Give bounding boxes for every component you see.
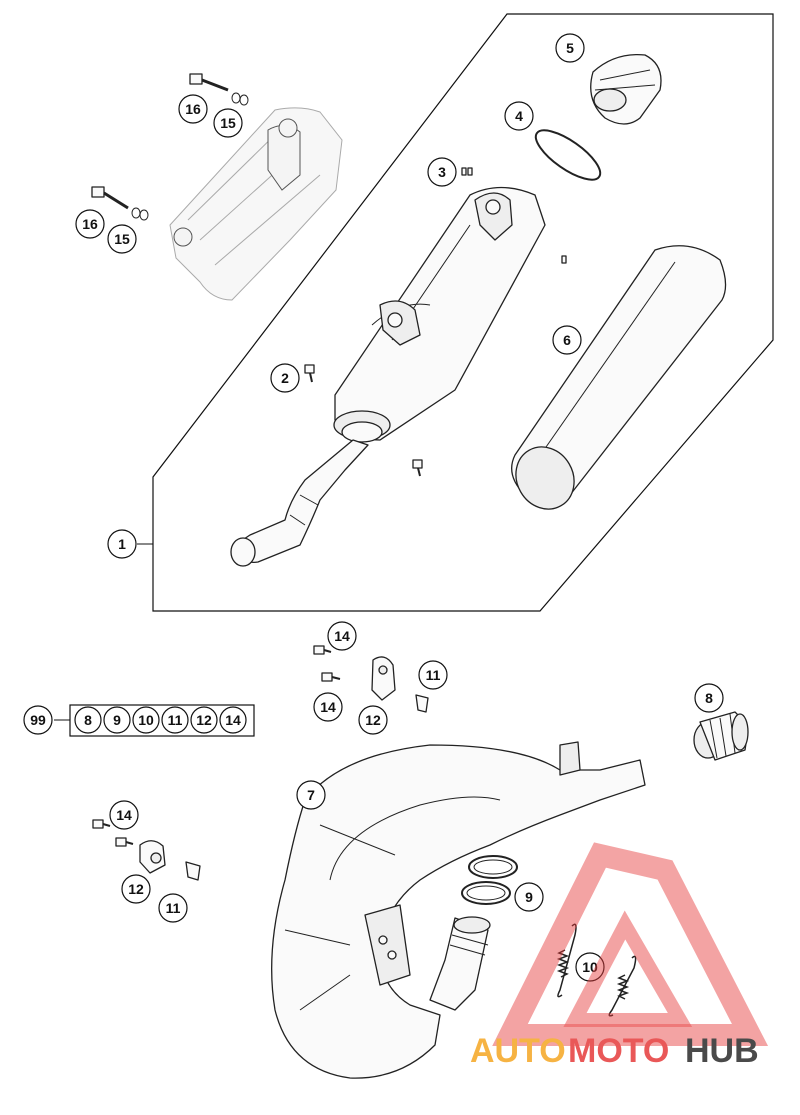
- callout-10: 10: [575, 952, 605, 982]
- watermark-text-auto: AUTO: [470, 1032, 566, 1070]
- end-cap-5: [590, 53, 662, 125]
- callout-11-lower: 11: [158, 893, 188, 923]
- silencer-sleeve-6: [511, 245, 727, 510]
- svg-text:16: 16: [82, 216, 98, 232]
- svg-text:14: 14: [116, 807, 132, 823]
- svg-text:12: 12: [128, 881, 144, 897]
- springs-10: [556, 923, 637, 1017]
- svg-text:8: 8: [84, 712, 92, 728]
- callout-4: 4: [504, 101, 534, 131]
- rivet-3: [461, 167, 567, 264]
- svg-text:5: 5: [566, 40, 574, 56]
- assembly-boundary: [152, 13, 774, 612]
- screw-2: [304, 364, 423, 477]
- svg-text:4: 4: [515, 108, 523, 124]
- expansion-chamber-7: [271, 741, 646, 1079]
- svg-text:6: 6: [563, 332, 571, 348]
- callout-14-upper: 14: [327, 621, 357, 651]
- svg-text:15: 15: [220, 115, 236, 131]
- svg-text:7: 7: [307, 787, 315, 803]
- svg-text:12: 12: [365, 712, 381, 728]
- svg-text:9: 9: [525, 889, 533, 905]
- gaskets-9: [461, 855, 518, 905]
- callout-16-lower: 16: [75, 209, 105, 239]
- kit-item-11: 11: [161, 706, 189, 734]
- kit-item-12: 12: [190, 706, 218, 734]
- bolt-16-top: [189, 73, 249, 106]
- svg-text:99: 99: [30, 712, 46, 728]
- callout-6: 6: [552, 325, 582, 355]
- svg-text:9: 9: [113, 712, 121, 728]
- lower-mount-hardware: [92, 819, 201, 881]
- coupling-8: [693, 711, 749, 761]
- callout-14-middle: 14: [313, 692, 343, 722]
- callout-15-lower: 15: [107, 224, 137, 254]
- watermark-logo: AUTO MOTO HUB: [470, 842, 769, 1070]
- kit-item-9: 9: [103, 706, 131, 734]
- heat-shield-ghost: [169, 107, 343, 301]
- svg-text:14: 14: [320, 699, 336, 715]
- watermark-triangle-inner: [563, 910, 693, 1027]
- svg-text:12: 12: [196, 712, 212, 728]
- callout-14-lower: 14: [109, 800, 139, 830]
- svg-text:15: 15: [114, 231, 130, 247]
- kit-item-8: 8: [74, 706, 102, 734]
- callout-15-upper: 15: [213, 108, 243, 138]
- kit-item-14: 14: [219, 706, 247, 734]
- bolt-16-lower: [91, 186, 149, 221]
- silencer: [230, 186, 546, 567]
- svg-text:1: 1: [118, 536, 126, 552]
- callout-1: 1: [107, 529, 137, 559]
- upper-mount-hardware: [313, 645, 429, 713]
- callout-11-upper: 11: [418, 660, 448, 690]
- callout-2: 2: [270, 363, 300, 393]
- callout-3: 3: [427, 157, 457, 187]
- svg-text:11: 11: [166, 900, 181, 916]
- svg-text:14: 14: [334, 628, 350, 644]
- callout-99: 99: [23, 705, 53, 735]
- watermark-text-hub: HUB: [685, 1032, 759, 1070]
- svg-text:16: 16: [185, 101, 201, 117]
- svg-text:11: 11: [426, 667, 441, 683]
- watermark-triangle-outer: [492, 842, 769, 1046]
- svg-text:8: 8: [705, 690, 713, 706]
- kit-item-10: 10: [132, 706, 160, 734]
- callout-9: 9: [514, 882, 544, 912]
- svg-text:10: 10: [138, 712, 154, 728]
- callout-7: 7: [296, 780, 326, 810]
- watermark-text-moto: MOTO: [568, 1032, 669, 1070]
- svg-text:11: 11: [168, 712, 183, 728]
- callout-5: 5: [555, 33, 585, 63]
- callout-12-upper: 12: [358, 705, 388, 735]
- callout-12-lower: 12: [121, 874, 151, 904]
- leader-lines: [54, 543, 153, 721]
- callout-16-upper: 16: [178, 94, 208, 124]
- svg-text:14: 14: [225, 712, 241, 728]
- o-ring-4: [534, 129, 602, 181]
- svg-text:3: 3: [438, 164, 446, 180]
- callout-8: 8: [694, 683, 724, 713]
- svg-text:2: 2: [281, 370, 289, 386]
- svg-text:10: 10: [582, 959, 598, 975]
